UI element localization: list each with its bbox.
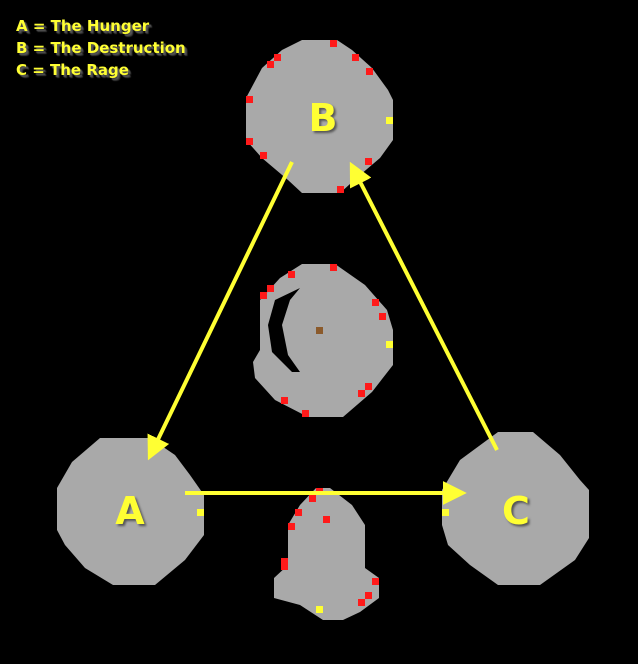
legend-item-b: B = The Destruction — [16, 39, 186, 57]
label-b: B — [308, 96, 338, 140]
label-a: A — [115, 489, 145, 533]
room-c[interactable] — [442, 432, 589, 585]
red-markers — [246, 40, 386, 606]
legend: A = The Hunger B = The Destruction C = T… — [16, 15, 186, 81]
room-b[interactable] — [246, 40, 393, 193]
center-marker — [316, 327, 323, 334]
label-c: C — [502, 489, 530, 533]
legend-item-c: C = The Rage — [16, 61, 129, 79]
arrow-b-to-a — [147, 161, 294, 461]
room-a[interactable] — [57, 438, 204, 585]
center-crescent-gap — [268, 288, 300, 372]
room-bottom — [274, 488, 379, 620]
arrow-c-to-b — [349, 161, 499, 451]
legend-item-a: A = The Hunger — [16, 17, 150, 35]
exit-markers — [197, 117, 449, 613]
